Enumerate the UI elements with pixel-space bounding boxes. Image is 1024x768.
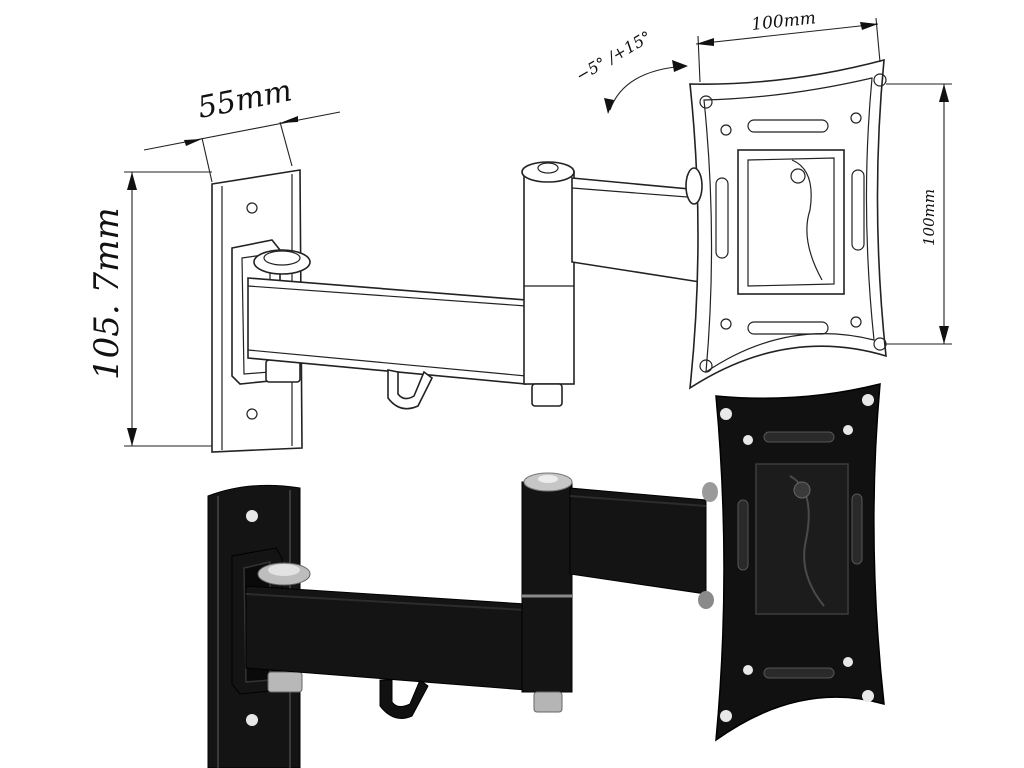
dimension-105-7mm: 105. 7mm (87, 171, 212, 447)
first-arm-outline (247, 277, 527, 385)
vesa-vertical-label: 100mm (920, 189, 938, 246)
product-render (207, 383, 885, 768)
second-arm (569, 482, 718, 609)
middle-pivot (521, 472, 573, 713)
vesa-plate-outline (689, 58, 887, 390)
tilt-indicator: −5° /+15° (573, 27, 688, 114)
vesa-plate (715, 383, 885, 742)
second-arm-outline (571, 177, 701, 283)
tilt-range-label: −5° /+15° (573, 27, 655, 85)
cable-clip (379, 679, 429, 719)
dimension-55mm: 55mm (143, 73, 341, 183)
first-arm (245, 585, 527, 691)
wall-joint (257, 562, 311, 693)
dimension-55mm-label: 55mm (195, 73, 295, 125)
vesa-horizontal-label: 100mm (750, 8, 816, 35)
cable-clip-outline (387, 369, 434, 410)
dimension-vesa-vertical: 100mm (886, 83, 952, 345)
technical-line-drawing: 55mm 105. 7mm 100mm 100mm (87, 8, 952, 453)
dimension-105-7mm-label: 105. 7mm (87, 207, 127, 380)
middle-pivot-outline (521, 161, 575, 407)
wall-joint-outline (253, 249, 311, 383)
head-joint-outline (685, 167, 703, 205)
